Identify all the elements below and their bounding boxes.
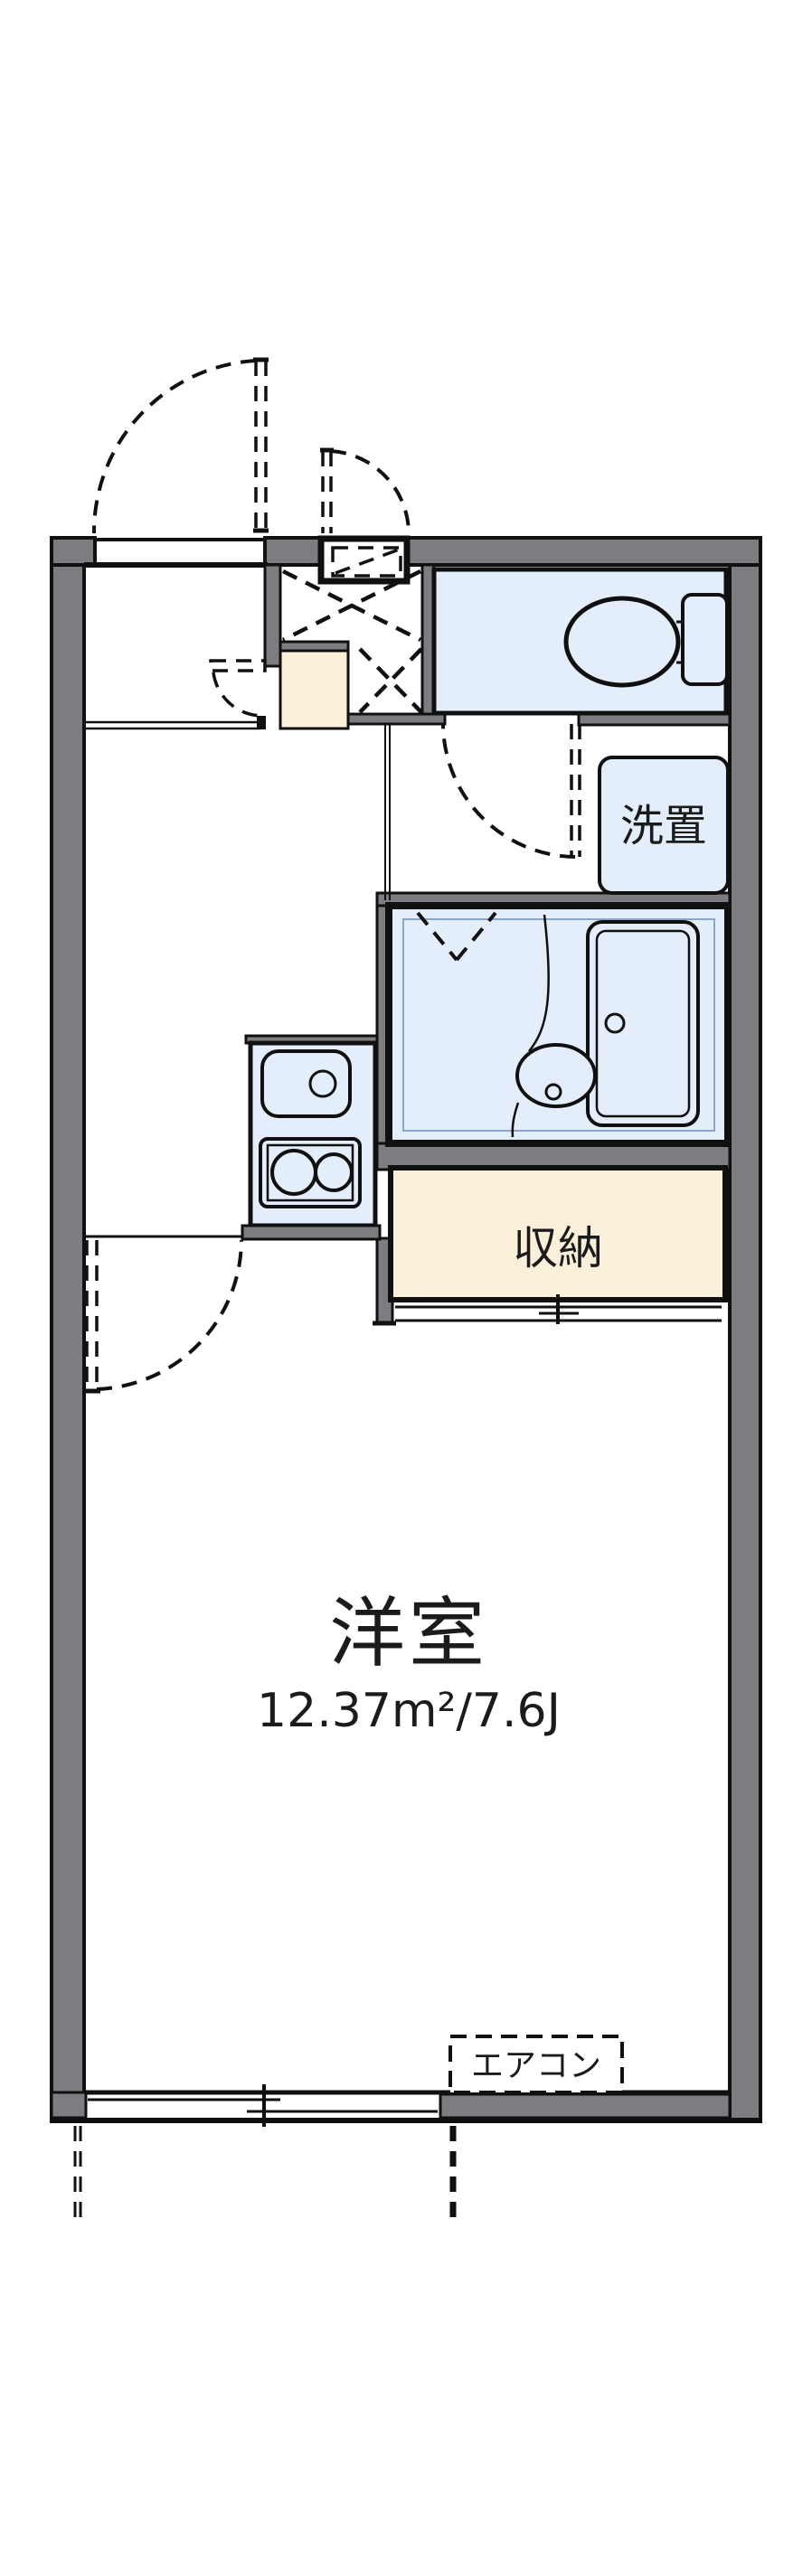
bottom-wall-left-block bbox=[50, 2091, 88, 2120]
toilet-door-arc bbox=[441, 722, 576, 859]
storage-door-arc bbox=[330, 449, 411, 532]
stove-burner-left-icon bbox=[270, 1149, 317, 1196]
balcony-boundary bbox=[73, 2126, 457, 2222]
counter-bottom-bar bbox=[241, 1224, 382, 1241]
mainroom-door-arc bbox=[96, 1239, 243, 1391]
hall-x-lower-2 bbox=[358, 647, 423, 714]
washing-machine-pad bbox=[598, 756, 730, 895]
shoe-cabinet bbox=[317, 535, 411, 585]
toilet-room bbox=[431, 567, 729, 859]
genkan-floor bbox=[279, 649, 350, 730]
genkan bbox=[209, 569, 423, 730]
aircon-box bbox=[448, 2035, 624, 2094]
storage-closet: 収納 bbox=[388, 1165, 728, 1324]
bath-folding-door-line1 bbox=[416, 911, 458, 962]
bathtub-drain-icon bbox=[604, 1012, 626, 1034]
bathtub-inner-line bbox=[595, 929, 691, 1118]
bath-room bbox=[385, 902, 732, 1147]
kitchenroom-door-leaf bbox=[209, 659, 267, 672]
main-room: 洋室 12.37m²/7.6J bbox=[257, 1589, 561, 1738]
sink-drain-icon bbox=[308, 1069, 337, 1098]
right-wall bbox=[728, 536, 762, 2121]
top-wall-right-block bbox=[405, 536, 762, 567]
toilet-tank-icon bbox=[681, 593, 729, 686]
kitchen-counter bbox=[241, 1034, 382, 1241]
entrance-door-arc bbox=[91, 359, 257, 534]
entrance-doors bbox=[91, 357, 411, 534]
shoe-cabinet-dashed-rect bbox=[331, 546, 402, 578]
aircon-label: エアコン bbox=[471, 2047, 601, 2084]
storage-floor bbox=[388, 1165, 728, 1302]
toilet-bowl-icon bbox=[563, 596, 681, 688]
bath-divider-curve-bottom bbox=[511, 1102, 520, 1138]
storage-label: 収納 bbox=[513, 1222, 603, 1274]
top-wall-left-block bbox=[50, 536, 97, 567]
shoe-cabinet-box bbox=[317, 535, 411, 585]
bathtub-icon bbox=[586, 920, 700, 1127]
outer-walls bbox=[50, 536, 762, 2127]
hall-x-lower-1 bbox=[358, 647, 423, 714]
bath-basin-drain-icon bbox=[544, 1083, 562, 1101]
air-conditioner: エアコン bbox=[448, 2035, 624, 2094]
laundry-label: 洗置 bbox=[620, 801, 707, 851]
main-room-door bbox=[85, 1239, 243, 1394]
top-wall-mid-block bbox=[263, 536, 323, 567]
kitchen-sink-icon bbox=[260, 1049, 352, 1118]
bath-inner-lining bbox=[402, 918, 715, 1132]
laundry-space: 洗置 bbox=[598, 756, 730, 895]
bath-folding-door-line2 bbox=[455, 911, 497, 962]
left-wall bbox=[50, 536, 86, 2121]
main-room-area-label: 12.37m²/7.6J bbox=[257, 1684, 561, 1738]
bottom-wall-right-block bbox=[439, 2092, 732, 2120]
entry-jamb-wall bbox=[263, 563, 282, 668]
hall-bottom-wall bbox=[346, 712, 447, 726]
kitchenroom-door-arc bbox=[212, 672, 263, 718]
kitchenroom-wall-stub bbox=[257, 716, 266, 729]
main-room-label: 洋室 bbox=[329, 1589, 488, 1678]
stove-burner-right-icon bbox=[314, 1152, 354, 1192]
bath-divider-curve-top bbox=[528, 914, 550, 1052]
bath-basin-icon bbox=[515, 1043, 597, 1108]
hall-x-upper-2 bbox=[281, 569, 422, 643]
shoe-cabinet-dashed-diagonal bbox=[335, 548, 400, 575]
